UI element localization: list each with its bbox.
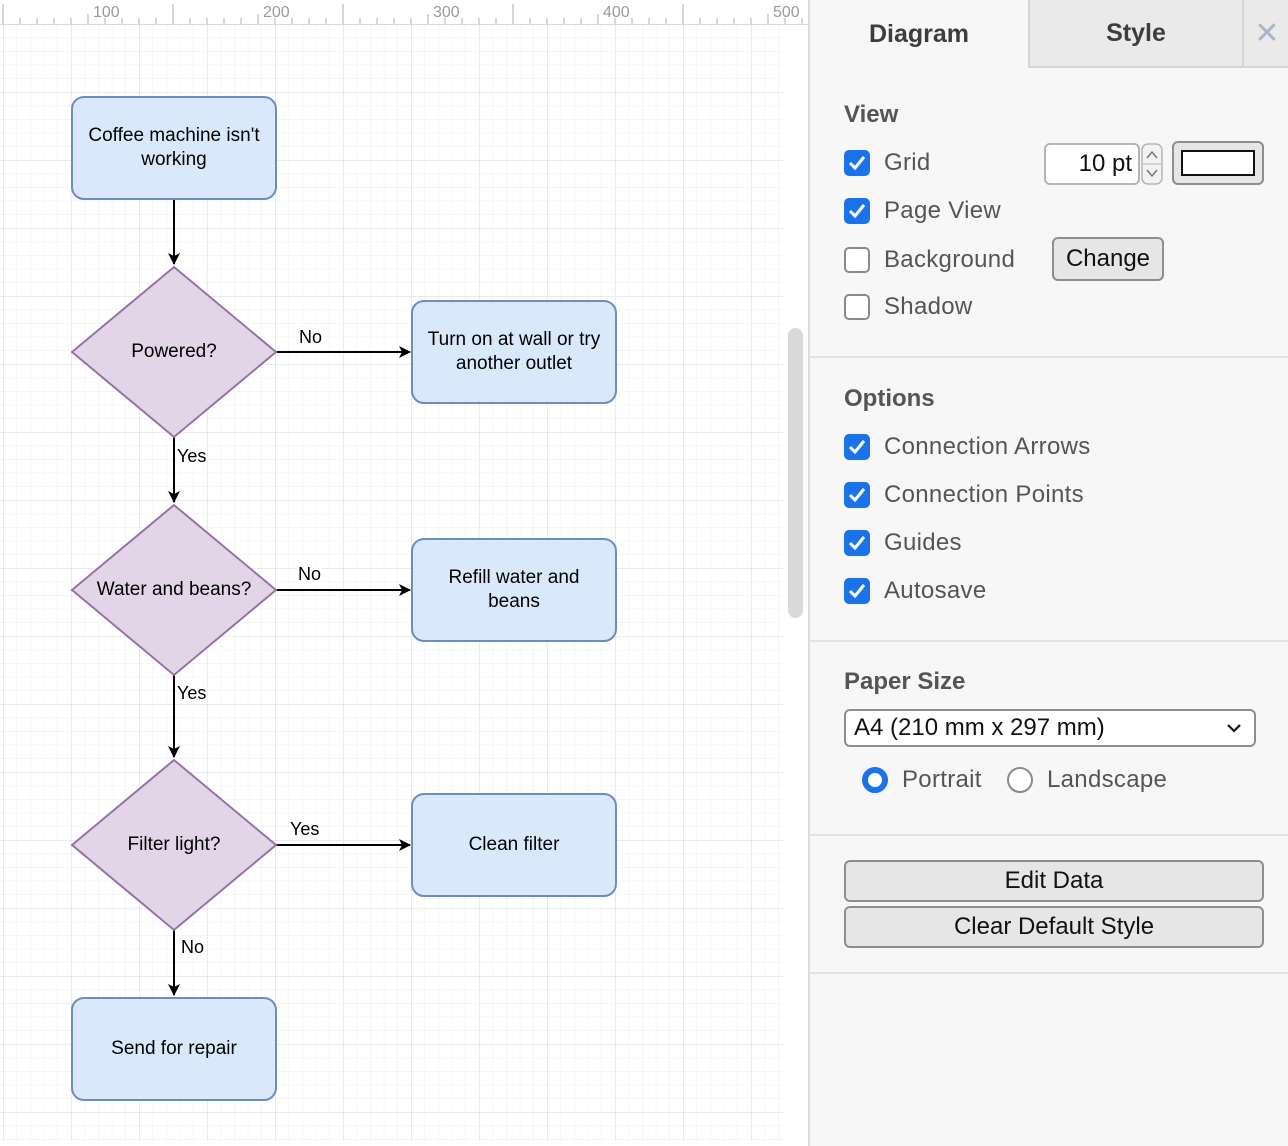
background-label: Background [884, 246, 1015, 274]
checkmark-icon [847, 153, 867, 173]
grid-size-input[interactable]: 10 pt [1044, 143, 1140, 185]
options-section-title: Options [844, 385, 935, 413]
divider [810, 356, 1288, 358]
background-option[interactable]: Background [844, 246, 1015, 274]
landscape-radio[interactable] [1007, 767, 1033, 793]
guides-option[interactable]: Guides [844, 529, 962, 557]
landscape-label: Landscape [1047, 766, 1167, 794]
edge-label-water-no: No [297, 564, 322, 584]
view-section-title: View [844, 101, 898, 129]
divider [810, 972, 1288, 974]
grid-color-swatch [1181, 150, 1255, 176]
grid-label: Grid [884, 149, 931, 177]
background-checkbox[interactable] [844, 247, 870, 273]
tab-diagram[interactable]: Diagram [810, 0, 1028, 68]
portrait-radio[interactable] [862, 767, 888, 793]
portrait-label: Portrait [902, 766, 982, 794]
checkmark-icon [847, 581, 867, 601]
checkmark-icon [847, 437, 867, 457]
connection-points-option[interactable]: Connection Points [844, 481, 1084, 509]
page-view-checkbox[interactable] [844, 198, 870, 224]
guides-checkbox[interactable] [844, 530, 870, 556]
autosave-checkbox[interactable] [844, 578, 870, 604]
paper-size-section-title: Paper Size [844, 668, 965, 696]
node-refill-label: Refill water and beans [430, 543, 598, 637]
autosave-label: Autosave [884, 577, 986, 605]
divider [810, 834, 1288, 836]
connection-arrows-label: Connection Arrows [884, 433, 1091, 461]
chevron-down-icon [1224, 718, 1244, 738]
node-powered-label: Powered? [80, 332, 268, 372]
paper-size-value: A4 (210 mm x 297 mm) [854, 714, 1105, 742]
node-start-label: Coffee machine isn't working [76, 101, 272, 195]
connection-points-checkbox[interactable] [844, 482, 870, 508]
checkmark-icon [847, 533, 867, 553]
connection-points-label: Connection Points [884, 481, 1084, 509]
grid-option[interactable]: Grid [844, 149, 931, 177]
edge-label-powered-yes: Yes [176, 446, 207, 466]
edge-label-filter-yes: Yes [289, 819, 320, 839]
grid-checkbox[interactable] [844, 150, 870, 176]
portrait-option[interactable]: Portrait [862, 766, 982, 794]
paper-size-select[interactable]: A4 (210 mm x 297 mm) [844, 709, 1256, 747]
page-view-label: Page View [884, 197, 1001, 225]
edge-label-water-yes: Yes [176, 683, 207, 703]
shadow-checkbox[interactable] [844, 294, 870, 320]
tab-style[interactable]: Style [1028, 0, 1242, 68]
node-repair-label: Send for repair [76, 1002, 272, 1096]
diagram-canvas[interactable]: 100 200 300 400 500 Coffee machi [0, 0, 808, 1146]
checkmark-icon [847, 485, 867, 505]
edge-label-filter-no: No [180, 937, 205, 957]
checkmark-icon [847, 201, 867, 221]
landscape-option[interactable]: Landscape [1007, 766, 1167, 794]
edit-data-button[interactable]: Edit Data [844, 860, 1264, 902]
page-view-option[interactable]: Page View [844, 197, 1001, 225]
shadow-label: Shadow [884, 293, 973, 321]
format-panel: Diagram Style ✕ View Grid 10 pt Page Vie… [808, 0, 1288, 1146]
divider [810, 640, 1288, 642]
clear-default-style-button[interactable]: Clear Default Style [844, 906, 1264, 948]
node-water-beans-label: Water and beans? [74, 570, 274, 610]
shadow-option[interactable]: Shadow [844, 293, 973, 321]
close-icon[interactable]: ✕ [1242, 0, 1288, 68]
change-background-button[interactable]: Change [1052, 237, 1164, 281]
edge-label-powered-no: No [298, 327, 323, 347]
connection-arrows-checkbox[interactable] [844, 434, 870, 460]
connection-arrows-option[interactable]: Connection Arrows [844, 433, 1091, 461]
vertical-scrollbar[interactable] [788, 328, 803, 618]
node-clean-filter-label: Clean filter [416, 798, 612, 892]
guides-label: Guides [884, 529, 962, 557]
grid-color-button[interactable] [1172, 141, 1264, 185]
node-filter-light-label: Filter light? [80, 825, 268, 865]
node-turn-on-label: Turn on at wall or try another outlet [416, 305, 612, 399]
autosave-option[interactable]: Autosave [844, 577, 986, 605]
grid-size-stepper[interactable] [1141, 143, 1163, 185]
